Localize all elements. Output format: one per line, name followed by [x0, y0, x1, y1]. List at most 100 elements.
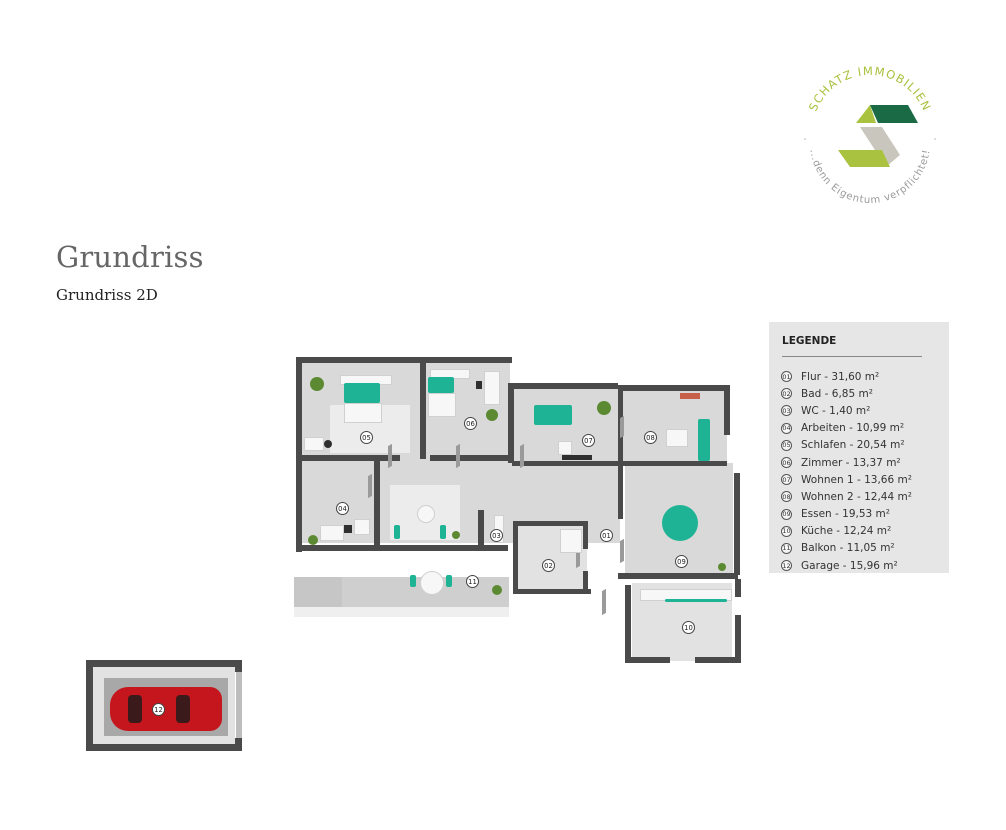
wall — [735, 615, 741, 663]
room-number-badge: 09 — [781, 508, 792, 520]
sofa — [534, 405, 572, 425]
room-number-badge: 03 — [781, 405, 792, 417]
bed-blanket — [344, 383, 380, 403]
chair — [440, 525, 446, 539]
wall — [296, 357, 302, 552]
door — [620, 538, 624, 564]
balcony-edge — [294, 607, 509, 617]
floor-plan: 01 02 03 04 05 06 07 08 09 10 11 — [280, 345, 750, 675]
wall — [618, 573, 738, 579]
room-badge-06: 06 — [464, 417, 477, 430]
legend-item-label: Wohnen 2 - 12,44 m² — [801, 490, 912, 503]
legend-item-label: Küche - 12,24 m² — [801, 525, 892, 538]
wall — [625, 585, 631, 663]
cabinet — [354, 519, 370, 535]
shower — [560, 529, 582, 553]
legend-title: LEGENDE — [782, 335, 837, 347]
legend-item-label: Garage - 15,96 m² — [801, 559, 898, 572]
stairs — [294, 577, 342, 607]
wall — [508, 383, 618, 389]
wall — [86, 744, 238, 751]
legend-item: 09 Essen - 19,53 m² — [781, 506, 912, 523]
desk — [484, 371, 500, 405]
chair — [324, 440, 332, 448]
room-badge-08: 08 — [644, 431, 657, 444]
wall — [513, 521, 518, 593]
garage-plan: 12 — [86, 660, 246, 755]
plant-icon — [492, 585, 502, 595]
wall — [513, 521, 587, 526]
room-badge-05: 05 — [360, 431, 373, 444]
door — [388, 443, 392, 469]
plant-icon — [308, 535, 318, 545]
chair — [344, 525, 352, 533]
logo-mark-icon: SCHATZ IMMOBILIEN ...denn Eigentum verpf… — [804, 64, 936, 206]
legend-item-label: WC - 1,40 m² — [801, 404, 871, 417]
legend-item: 05 Schlafen - 20,54 m² — [781, 437, 912, 454]
entrance-door — [602, 588, 606, 616]
wall — [296, 545, 508, 551]
wall — [583, 571, 588, 593]
legend-item: 01 Flur - 31,60 m² — [781, 368, 912, 385]
legend-divider — [782, 356, 922, 357]
dining-table — [662, 505, 698, 541]
wall — [300, 455, 400, 461]
wall — [235, 738, 242, 751]
chair — [410, 575, 416, 587]
desk — [304, 437, 324, 451]
door — [368, 473, 372, 499]
bed-blanket — [428, 377, 454, 393]
room-number-badge: 02 — [781, 388, 792, 400]
wall — [724, 385, 730, 435]
coffee-table — [666, 429, 688, 447]
wall — [735, 579, 741, 597]
coffee-table — [558, 441, 572, 455]
legend-item-label: Balkon - 11,05 m² — [801, 542, 895, 555]
car — [110, 687, 222, 731]
wall — [374, 461, 380, 551]
door — [520, 443, 524, 469]
room-badge-03: 03 — [490, 529, 503, 542]
wall — [430, 455, 510, 461]
wall — [508, 383, 514, 463]
plant-icon — [452, 531, 460, 539]
bed — [428, 393, 456, 417]
wall — [583, 521, 588, 549]
room-number-badge: 05 — [781, 439, 792, 451]
page-title: Grundriss — [56, 240, 204, 274]
room-number-badge: 01 — [781, 371, 792, 383]
wall — [734, 473, 740, 575]
door — [456, 443, 460, 469]
page-subtitle: Grundriss 2D — [56, 286, 158, 304]
wall — [86, 660, 242, 667]
room-badge-04: 04 — [336, 502, 349, 515]
plant-icon — [310, 377, 324, 391]
door — [620, 415, 624, 439]
room-badge-10: 10 — [682, 621, 695, 634]
plant-icon — [718, 563, 726, 571]
chair — [476, 381, 482, 389]
car-windshield — [128, 695, 142, 723]
legend-item-label: Schlafen - 20,54 m² — [801, 439, 905, 452]
room-number-badge: 06 — [781, 457, 792, 469]
room-badge-09: 09 — [675, 555, 688, 568]
legend-item-label: Flur - 31,60 m² — [801, 370, 880, 383]
desk — [320, 525, 344, 541]
legend-item-label: Essen - 19,53 m² — [801, 508, 890, 521]
wall — [235, 660, 242, 672]
tv-console — [562, 455, 592, 460]
balcony-table — [420, 571, 444, 595]
plant-icon — [486, 409, 498, 421]
room-badge-07: 07 — [582, 434, 595, 447]
legend-item-label: Wohnen 1 - 13,66 m² — [801, 473, 912, 486]
legend-item-label: Zimmer - 13,37 m² — [801, 456, 901, 469]
kitchen-counter-accent — [665, 599, 727, 602]
wall — [86, 660, 93, 750]
